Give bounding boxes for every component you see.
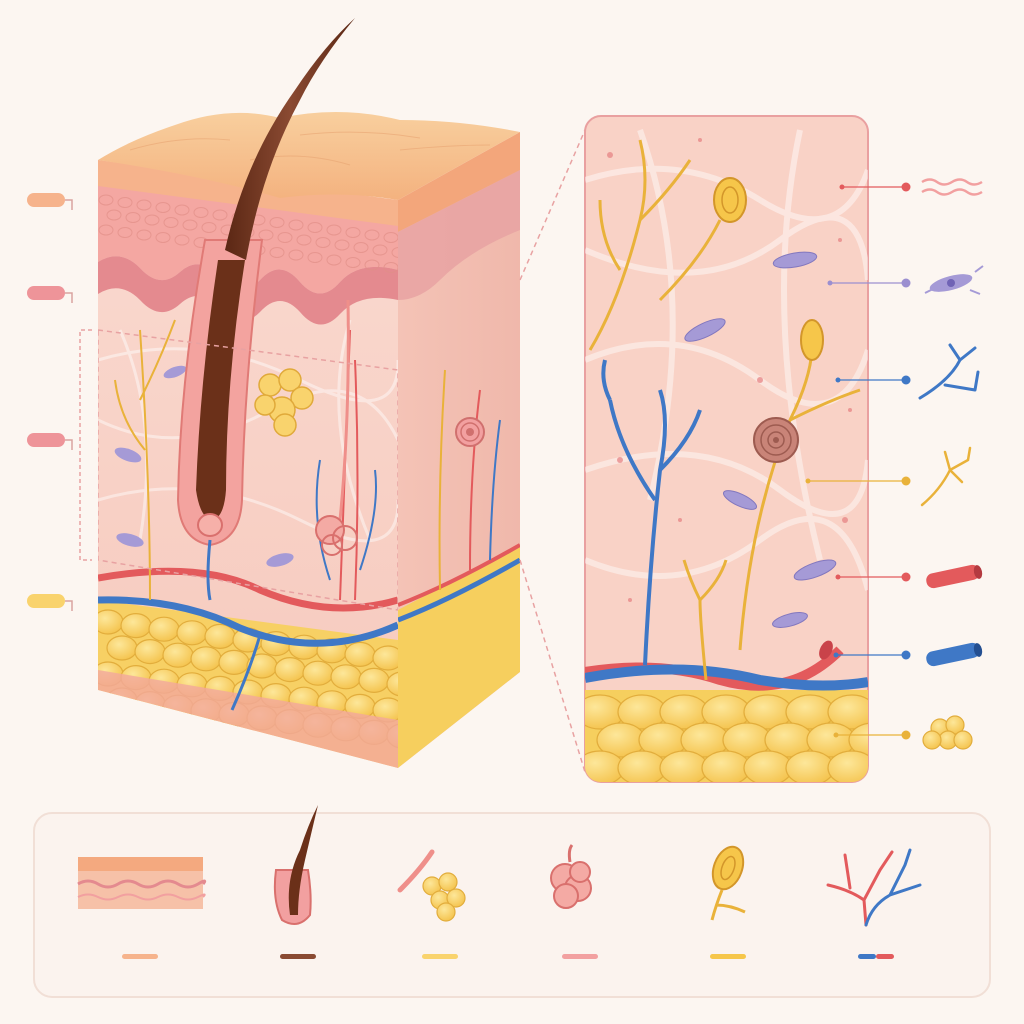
fat-cell — [204, 623, 236, 650]
fat-cell — [106, 635, 138, 661]
callout-nerve-ending — [805, 446, 972, 507]
legend-panel — [33, 812, 991, 998]
skin-block — [98, 18, 520, 768]
callout-collagen-fiber — [839, 178, 983, 196]
fat-cell — [659, 750, 709, 782]
sweat-gland — [315, 299, 358, 556]
blood-vessel-icon — [826, 848, 922, 927]
vein-segment-icon — [926, 642, 983, 667]
dermis-fibroblasts — [114, 365, 294, 567]
legend-item — [397, 849, 466, 959]
fat-cell — [848, 722, 868, 758]
left-layer-tags — [27, 193, 73, 611]
sweat-gland-icon — [550, 844, 592, 909]
legend-swatch — [858, 954, 876, 959]
left-tag-3 — [27, 433, 73, 450]
fat-cell — [274, 656, 306, 683]
fat-cell — [302, 660, 334, 686]
right-callouts — [805, 178, 984, 750]
callout-fibroblast-cell — [827, 265, 984, 295]
fat-cell — [176, 620, 208, 646]
legend-swatch — [562, 954, 598, 959]
dermis-bracket — [79, 329, 92, 561]
fat-cell — [358, 667, 390, 694]
side-epidermis — [398, 132, 520, 232]
fat-cell — [218, 649, 250, 676]
left-tag-pill — [27, 433, 65, 447]
legend-item — [826, 848, 922, 959]
fat-cell — [120, 612, 152, 639]
legend-swatch — [280, 954, 316, 959]
callout-vein-segment — [833, 642, 983, 667]
panel-fat-cells — [585, 694, 868, 782]
fat-cell — [98, 609, 124, 635]
side-basal-layer — [398, 170, 520, 300]
skin-block-top-face — [98, 111, 520, 200]
legend-item — [77, 857, 207, 959]
left-tag-pill — [27, 594, 65, 608]
vein-horizontal — [98, 596, 398, 647]
panel-scattered-cells — [607, 138, 852, 602]
legend-item — [273, 805, 318, 959]
skin-layers-icon — [77, 857, 207, 909]
fat-cell — [386, 671, 398, 697]
panel-vein-tree — [601, 359, 702, 666]
fat-cell-cluster-icon — [922, 715, 973, 750]
fat-cell — [330, 664, 362, 690]
zoom-connector-bottom — [519, 559, 586, 773]
fat-cell — [827, 750, 868, 782]
panel-fibroblasts — [684, 251, 837, 628]
fat-cell — [162, 642, 194, 668]
side-fat-layer — [398, 545, 520, 768]
artery-segment-icon — [926, 564, 983, 589]
left-tag-pill — [27, 193, 65, 207]
left-tag-pill — [27, 286, 65, 300]
callout-vein-branch — [835, 343, 980, 400]
magnified-dermis-panel — [584, 115, 869, 783]
fat-cell — [785, 750, 835, 782]
fat-cell — [190, 646, 222, 672]
legend-swatch — [422, 954, 458, 959]
panel-vein — [585, 664, 868, 691]
legend-items — [77, 805, 922, 959]
legend-swatch — [710, 954, 746, 959]
side-pacinian-corpuscle — [455, 417, 485, 447]
left-tag-2 — [27, 286, 73, 303]
zoom-region-outline — [98, 329, 398, 611]
fat-cell — [344, 641, 376, 668]
legend-swatch — [876, 954, 894, 959]
block-bottom-lip — [98, 670, 398, 768]
vein-branch-icon — [918, 343, 980, 400]
sebaceous-gland — [254, 368, 314, 437]
panel-meissner-corpuscle — [713, 177, 824, 361]
sebaceous-gland-icon — [397, 849, 466, 922]
fat-cell — [617, 750, 667, 782]
left-tag-1 — [27, 193, 73, 210]
fibroblast-cell-icon — [924, 265, 984, 295]
fat-cell — [827, 694, 868, 730]
collagen-fiber-icon — [921, 178, 983, 196]
legend-swatch — [122, 954, 158, 959]
left-tag-4 — [27, 594, 73, 611]
fat-cell — [701, 750, 751, 782]
hair-shaft — [225, 18, 355, 260]
pacinian-corpuscle-icon — [710, 845, 746, 921]
callout-fat-cell-cluster — [833, 715, 973, 750]
hair-follicle-icon — [273, 805, 318, 925]
fat-cell — [134, 638, 166, 665]
panel-pacinian-corpuscle — [753, 417, 799, 463]
nerve-ending-icon — [920, 446, 972, 507]
fat-cell — [372, 645, 398, 671]
artery-horizontal — [98, 567, 398, 612]
fat-cell — [148, 616, 180, 642]
vein-branch-down — [230, 634, 262, 711]
callout-artery-segment — [835, 564, 983, 589]
zoom-connector-top — [519, 129, 586, 281]
legend-item — [550, 844, 598, 959]
side-nerves — [438, 369, 501, 591]
legend-item — [710, 845, 746, 959]
fat-cell — [743, 750, 793, 782]
hair-follicle — [176, 239, 264, 601]
